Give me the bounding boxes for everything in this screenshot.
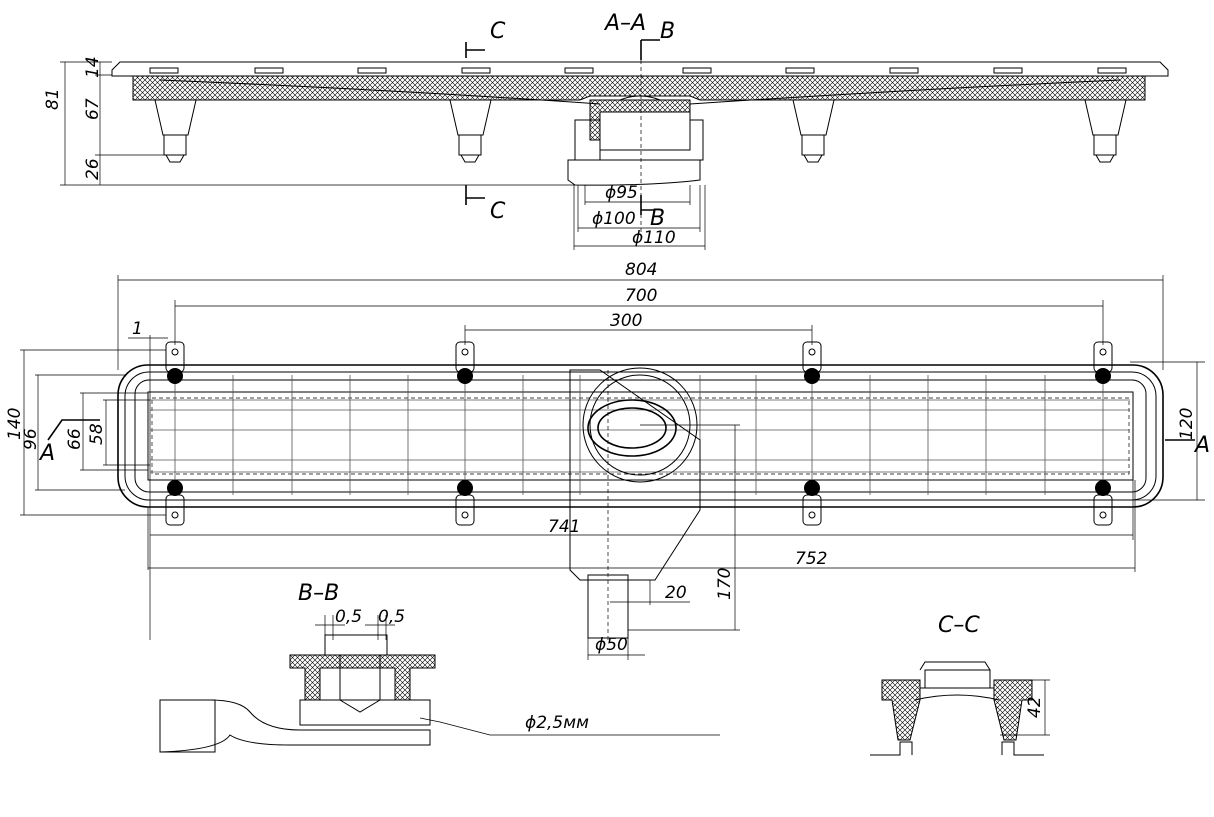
- dim-81: 81: [43, 88, 63, 110]
- dim-741: 741: [548, 517, 580, 537]
- dim-d50: ϕ50: [595, 635, 628, 655]
- section-bb-title: B–B: [298, 581, 339, 606]
- dim-d110: ϕ110: [632, 228, 676, 248]
- plan-view: 804 700 300 1: [5, 260, 1210, 660]
- dim-gap-right: 0,5: [378, 607, 405, 627]
- dim-26: 26: [83, 158, 103, 180]
- dim-66: 66: [65, 428, 85, 450]
- dim-1: 1: [132, 319, 143, 339]
- wire-diameter-label: ϕ2,5мм: [525, 713, 589, 733]
- cut-marker-a-left: A: [38, 441, 55, 466]
- dim-42: 42: [1025, 696, 1045, 718]
- section-aa-title: A–A: [603, 11, 646, 36]
- dim-96: 96: [21, 428, 41, 450]
- dim-120: 120: [1177, 408, 1197, 440]
- section-aa: A–A B C C B 81: [43, 11, 1169, 250]
- dim-300: 300: [610, 311, 642, 331]
- grid-lines: [150, 375, 1130, 495]
- dim-700: 700: [625, 286, 657, 306]
- section-cc: C–C 42: [870, 613, 1050, 756]
- dim-140: 140: [5, 408, 25, 440]
- dim-14: 14: [83, 56, 103, 78]
- dim-67: 67: [83, 98, 103, 120]
- cut-marker-c-bottom: C: [490, 199, 506, 224]
- dim-58: 58: [87, 423, 107, 445]
- dim-d95: ϕ95: [605, 183, 638, 203]
- cut-marker-c-top: C: [490, 19, 506, 44]
- screw-heads: [167, 368, 1111, 496]
- dim-20: 20: [665, 583, 687, 603]
- dim-752: 752: [795, 549, 827, 569]
- mounting-tabs: [165, 341, 1113, 526]
- section-cc-title: C–C: [938, 613, 980, 638]
- dim-804: 804: [625, 260, 657, 280]
- cut-marker-b-top: B: [660, 19, 675, 44]
- cut-marker-b-bottom: B: [650, 206, 665, 231]
- dim-170: 170: [715, 568, 735, 600]
- dim-gap-left: 0,5: [335, 607, 362, 627]
- dim-d100: ϕ100: [592, 209, 636, 229]
- section-bb: B–B 0,5 0,5 ϕ2,5мм: [159, 581, 720, 753]
